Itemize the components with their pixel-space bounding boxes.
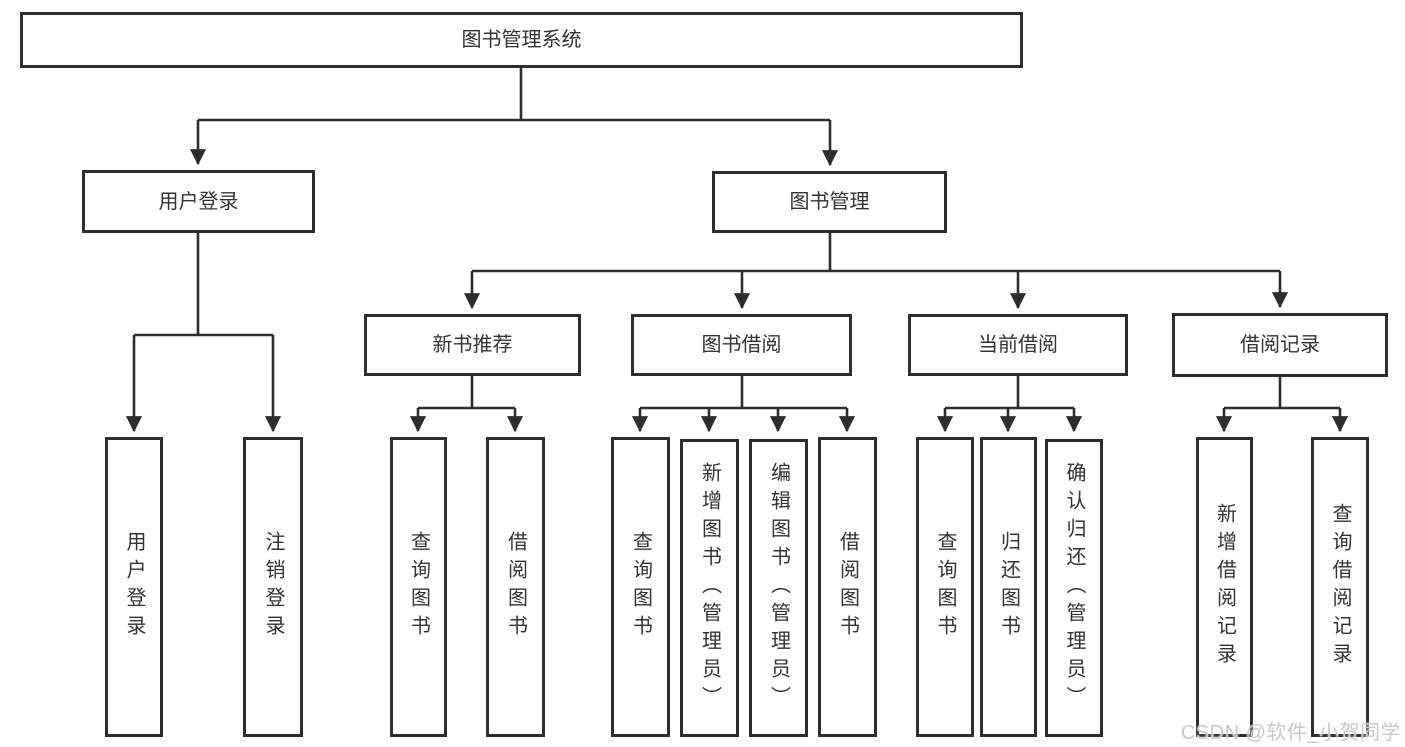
leaf-current-confirm: 确认归还（管理员）	[1045, 439, 1103, 737]
leaf-newbook-query-label: 查询图书	[407, 531, 430, 643]
node-new-book-rec: 新书推荐	[364, 314, 581, 376]
node-root-label: 图书管理系统	[461, 29, 582, 51]
leaf-borrow-edit-label: 编辑图书（管理员）	[767, 462, 790, 714]
node-user-login: 用户登录	[82, 170, 315, 233]
leaf-user-login-label: 用户登录	[123, 531, 145, 643]
leaf-current-confirm-label: 确认归还（管理员）	[1063, 462, 1085, 714]
leaf-borrow-add: 新增图书（管理员）	[680, 439, 739, 737]
leaf-borrow-query: 查询图书	[611, 437, 670, 737]
node-user-login-label: 用户登录	[158, 190, 239, 213]
leaf-borrow-edit: 编辑图书（管理员）	[749, 439, 808, 737]
leaf-current-return: 归还图书	[980, 437, 1037, 737]
node-new-book-rec-label: 新书推荐	[432, 334, 513, 356]
leaf-user-login: 用户登录	[105, 437, 163, 737]
leaf-borrow-borrow: 借阅图书	[818, 437, 877, 737]
leaf-records-add-label: 新增借阅记录	[1213, 503, 1236, 671]
node-book-borrow-label: 图书借阅	[701, 334, 782, 356]
leaf-borrow-query-label: 查询图书	[629, 531, 652, 643]
watermark-text: CSDN @软件_小贺同学	[1180, 722, 1401, 744]
leaf-newbook-borrow-label: 借阅图书	[504, 531, 527, 643]
leaf-newbook-query: 查询图书	[390, 437, 447, 737]
leaf-logout: 注销登录	[243, 437, 303, 737]
leaf-current-query: 查询图书	[916, 437, 974, 737]
leaf-borrow-borrow-label: 借阅图书	[836, 531, 859, 643]
node-book-mgmt: 图书管理	[712, 171, 947, 233]
leaf-records-query-label: 查询借阅记录	[1329, 503, 1351, 671]
node-root: 图书管理系统	[20, 12, 1023, 68]
node-borrow-records-label: 借阅记录	[1240, 334, 1320, 356]
node-current-borrow-label: 当前借阅	[978, 334, 1058, 356]
node-book-borrow: 图书借阅	[631, 314, 852, 376]
node-current-borrow: 当前借阅	[908, 314, 1128, 376]
leaf-current-query-label: 查询图书	[934, 531, 956, 643]
leaf-records-add: 新增借阅记录	[1196, 437, 1253, 737]
leaf-logout-label: 注销登录	[262, 531, 284, 643]
leaf-newbook-borrow: 借阅图书	[486, 437, 545, 737]
leaf-records-query: 查询借阅记录	[1311, 437, 1369, 737]
leaf-current-return-label: 归还图书	[997, 531, 1020, 643]
node-borrow-records: 借阅记录	[1172, 313, 1388, 377]
leaf-borrow-add-label: 新增图书（管理员）	[698, 462, 721, 714]
node-book-mgmt-label: 图书管理	[789, 191, 870, 213]
